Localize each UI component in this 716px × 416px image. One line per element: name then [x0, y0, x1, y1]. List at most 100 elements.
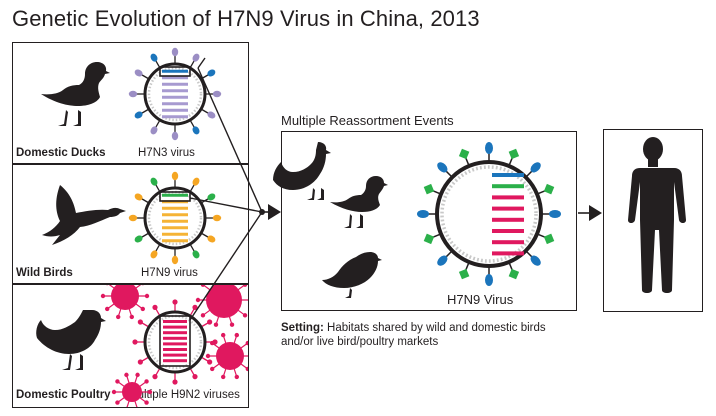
- virus-spike-head: [207, 193, 216, 201]
- h9n2-bg-spike-head: [116, 273, 120, 277]
- result-gene-segment-ns: [492, 251, 524, 256]
- gene-segment: [163, 336, 187, 340]
- virus-envelope-inner: [147, 314, 203, 370]
- h9n2-bg-spike-head: [135, 372, 140, 378]
- h9n2-bg-spike-head: [200, 313, 206, 318]
- page-title: Genetic Evolution of H7N9 Virus in China…: [12, 6, 480, 31]
- virus-envelope: [143, 186, 207, 250]
- h9n2-bg-spike-head: [234, 332, 239, 338]
- virus-spike-head: [207, 69, 216, 77]
- virus-spike-head: [192, 126, 200, 135]
- h9n2-bg-spike-head: [129, 314, 134, 320]
- virus-spike-head-ha: [437, 162, 448, 173]
- h9n2-bg-virus: [206, 285, 242, 318]
- h9n2-bg-virus: [111, 285, 139, 310]
- virus-spike-head: [192, 250, 200, 259]
- highlight-box: [159, 66, 191, 77]
- virus-spike-head: [152, 304, 158, 310]
- virus-spike-head: [171, 47, 179, 57]
- virus-spike-head: [171, 255, 179, 265]
- events-title: Multiple Reassortment Events: [281, 113, 454, 128]
- h9n2-bg-spike-head: [125, 406, 128, 407]
- contribution-lines: [189, 57, 263, 321]
- h9n2-bg-spike-head: [144, 400, 149, 405]
- virus-spike-head: [172, 379, 178, 385]
- virus-spike-head: [134, 193, 143, 201]
- h9n2-bg-spike-head: [136, 406, 139, 407]
- h9n2-bg-spike-head: [106, 285, 109, 286]
- virus-envelope-inner: [440, 165, 538, 263]
- gene-segment: [163, 342, 187, 346]
- result-virus-label: H7N9 Virus: [447, 292, 514, 307]
- gene-segment: [162, 193, 188, 197]
- h9n2-bg-spike-head: [242, 313, 248, 318]
- panel-label-poultry: Domestic Poultry: [16, 389, 111, 401]
- virus-spike-head-ha: [485, 142, 493, 154]
- gene-segment: [163, 331, 187, 335]
- gene-segment: [162, 226, 188, 230]
- virus-spike-head-ha: [417, 210, 429, 218]
- h9n2-bg-spike-head: [105, 306, 110, 312]
- result-gene-segment-ha: [492, 173, 524, 177]
- quail-icon: [322, 252, 382, 298]
- h9n2-bg-spike-head: [115, 379, 120, 384]
- virus-spike-head: [192, 304, 198, 310]
- h7n9-result-virus-icon: [417, 142, 561, 286]
- gene-segment: [162, 232, 188, 236]
- result-gene-segment-np: [492, 229, 524, 233]
- virus-spike-head: [207, 319, 213, 325]
- h9n2-bg-spike-head: [116, 314, 121, 320]
- h9n2-bg-spike-head: [245, 340, 248, 346]
- virus-spike-head-ha: [437, 255, 448, 266]
- arrow-to-human: [578, 205, 602, 221]
- virus-envelope: [435, 160, 543, 268]
- virus-spike-head: [192, 53, 200, 62]
- h9n2-bg-spike-head: [247, 299, 248, 301]
- virus-spike-head: [150, 177, 158, 186]
- domestic-poultry-icon: [36, 310, 106, 370]
- virus-spike-head: [137, 359, 143, 365]
- virus-spike-head: [207, 359, 213, 365]
- virus-envelope: [143, 62, 207, 126]
- gene-segment: [162, 76, 188, 80]
- setting-text: Habitats shared by wild and domestic bir…: [281, 322, 546, 348]
- virus-spike-head: [212, 214, 222, 222]
- h9n2-bg-spike-head: [205, 353, 211, 359]
- h7n9-wild-virus-icon: [128, 171, 222, 265]
- virus-label-h7n9-wild: H7N9 virus: [141, 267, 198, 279]
- panel-label-wild: Wild Birds: [16, 267, 73, 279]
- gene-segment: [163, 348, 187, 351]
- highlight-box: [159, 315, 191, 367]
- human-silhouette-icon: [628, 137, 686, 293]
- virus-spike-head: [134, 235, 143, 243]
- gene-segment: [162, 239, 188, 243]
- h9n2-background-viruses: [100, 273, 248, 407]
- h9n2-bg-spike-head: [124, 372, 129, 378]
- virus-spike-head: [150, 53, 158, 62]
- virus-spike-head-ha: [549, 210, 561, 218]
- panel-domestic-ducks: Domestic Ducks H7N3 virus: [12, 42, 249, 164]
- virus-spike-head: [212, 339, 218, 345]
- h9n2-bg-spike-head: [242, 285, 248, 287]
- h9n2-bg-spike-head: [100, 293, 106, 299]
- virus-spike-head: [134, 69, 143, 77]
- virus-envelope-inner: [147, 190, 203, 246]
- virus-spike-head: [172, 299, 178, 305]
- virus-spike-head-ha: [485, 274, 493, 286]
- h9n2-bg-virus: [122, 382, 142, 402]
- virus-spike-head: [137, 319, 143, 325]
- virus-spike-head-ha: [530, 162, 541, 173]
- h9n2-bg-spike-head: [144, 379, 149, 384]
- gene-segment: [162, 213, 188, 217]
- virus-spike-head-na: [458, 148, 470, 160]
- highlight-box: [159, 191, 191, 202]
- panel-label-ducks: Domestic Ducks: [16, 147, 106, 159]
- chicken-icon: [273, 142, 331, 200]
- h9n2-bg-spike-head: [111, 389, 117, 395]
- virus-spike-head: [150, 250, 158, 259]
- gene-segment: [162, 219, 188, 223]
- gene-segment: [163, 353, 187, 357]
- virus-spike-head-na: [508, 268, 520, 280]
- h9n2-bg-spike-head: [130, 273, 134, 277]
- gene-segment: [162, 69, 188, 73]
